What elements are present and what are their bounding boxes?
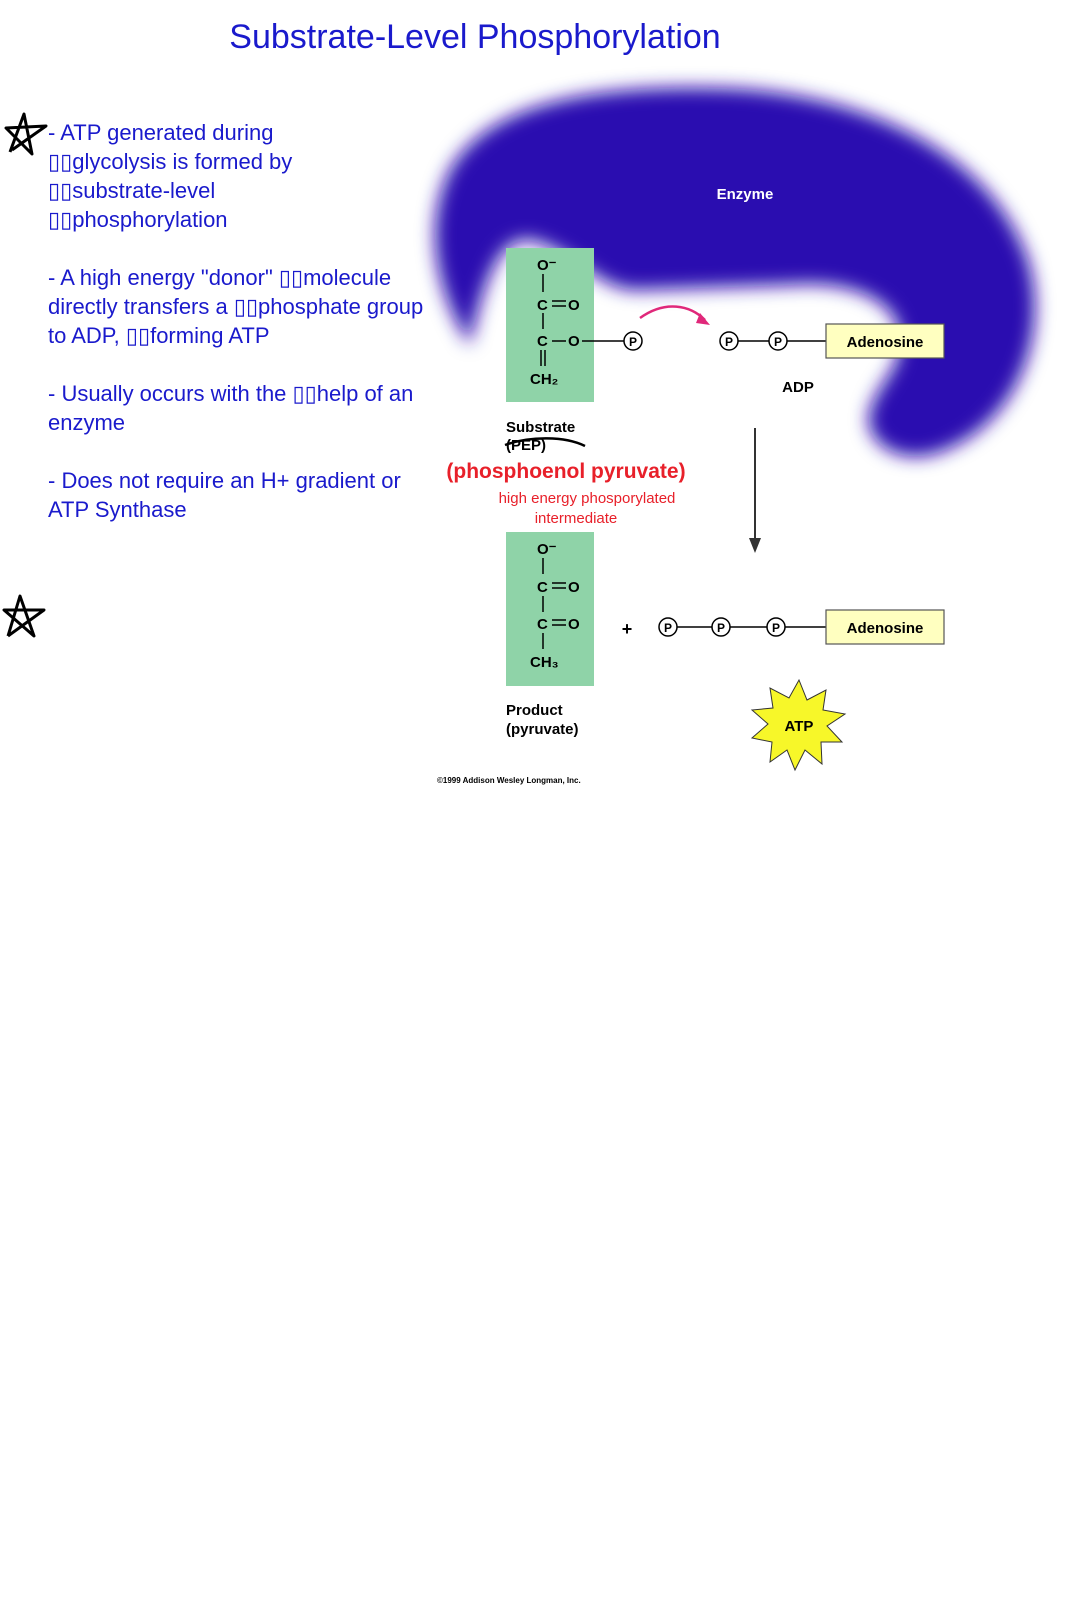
product-name: (pyruvate) xyxy=(506,721,579,738)
bullet-enzyme-help: - Usually occurs with the ▯▯help of an e… xyxy=(48,381,414,435)
svg-text:P: P xyxy=(717,621,725,635)
phosphate-atp-1-icon: P xyxy=(658,617,678,637)
svg-text:P: P xyxy=(774,335,782,349)
page-title: Substrate-Level Phosphorylation xyxy=(229,18,721,56)
adenosine-box xyxy=(825,609,945,645)
svg-text:P: P xyxy=(772,621,780,635)
product-label: Product xyxy=(506,702,563,719)
substrate-carbon-2: C xyxy=(537,333,548,350)
svg-text:P: P xyxy=(725,335,733,349)
substrate-oxygen-2: O xyxy=(568,333,580,350)
atp-burst-icon xyxy=(750,678,847,772)
enzyme-label: Enzyme xyxy=(717,186,774,203)
phosphate-adp-2-icon: P xyxy=(768,331,788,351)
product-oxygen-2: O xyxy=(568,616,580,633)
handdrawn-star-icon xyxy=(4,112,48,156)
adenosine-label: Adenosine xyxy=(847,620,924,637)
bullet-no-gradient: - Does not require an H+ gradient or ATP… xyxy=(48,468,401,522)
product-oxygen-1: O xyxy=(568,579,580,596)
substrate-oxygen-1: O xyxy=(568,297,580,314)
product-ch3: CH₃ xyxy=(530,654,559,671)
adenosine-box xyxy=(825,323,945,359)
atp-label: ATP xyxy=(785,718,814,735)
substrate-o-minus: O⁻ xyxy=(537,257,557,274)
adp-label: ADP xyxy=(782,379,814,396)
adenosine-label: Adenosine xyxy=(847,334,924,351)
reaction-arrowhead-icon xyxy=(749,538,761,553)
phosphate-substrate-icon: P xyxy=(623,331,643,351)
plus-sign: + xyxy=(622,619,633,639)
bullet-list: - ATP generated during ▯▯glycolysis is f… xyxy=(48,118,428,553)
bullet-donor-molecule: - A high energy "donor" ▯▯molecule direc… xyxy=(48,265,424,348)
substrate-label: Substrate xyxy=(506,419,575,436)
enzyme-shape xyxy=(435,87,1036,457)
phosphate-adp-1-icon: P xyxy=(719,331,739,351)
product-carbon-1: C xyxy=(537,579,548,596)
svg-text:P: P xyxy=(629,335,637,349)
substrate-carbon-1: C xyxy=(537,297,548,314)
product-o-minus: O⁻ xyxy=(537,541,557,558)
transfer-arrow-icon xyxy=(639,305,706,321)
pep-full-name: (phosphoenol pyruvate) xyxy=(446,460,685,483)
copyright-notice: ©1999 Addison Wesley Longman, Inc. xyxy=(437,776,581,785)
handdrawn-star-icon xyxy=(2,594,46,638)
substrate-molecule-box xyxy=(506,248,594,402)
handdrawn-underline xyxy=(504,437,586,448)
phosphate-atp-2-icon: P xyxy=(711,617,731,637)
product-molecule-box xyxy=(506,532,594,686)
substrate-ch2: CH₂ xyxy=(530,371,558,388)
transfer-arrowhead-icon xyxy=(696,313,710,325)
product-carbon-2: C xyxy=(537,616,548,633)
intermediate-note-line2: intermediate xyxy=(535,510,618,527)
svg-text:P: P xyxy=(664,621,672,635)
bullet-atp-glycolysis: - ATP generated during ▯▯glycolysis is f… xyxy=(48,120,293,232)
phosphate-atp-3-icon: P xyxy=(766,617,786,637)
intermediate-note-line1: high energy phosporylated xyxy=(499,490,676,507)
